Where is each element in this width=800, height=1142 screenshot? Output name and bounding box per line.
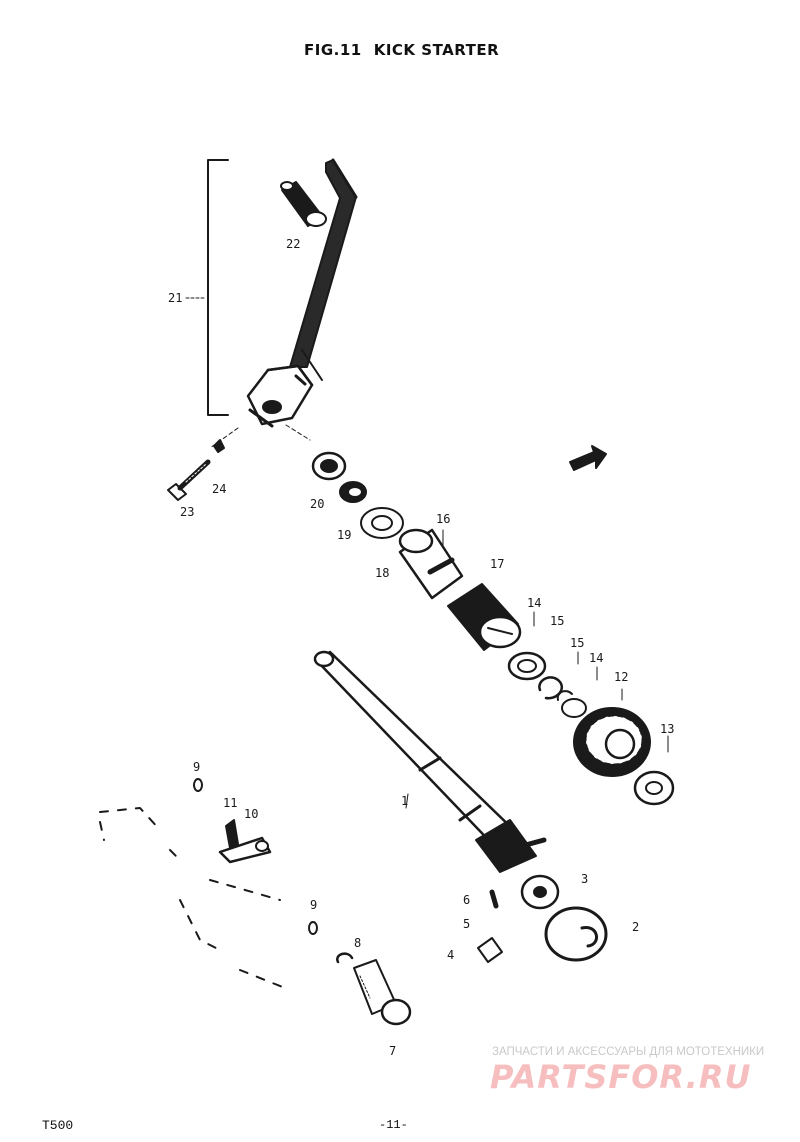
case-outline xyxy=(99,807,291,991)
callout-22: 22 xyxy=(286,237,301,251)
kick-lever xyxy=(246,158,358,428)
callout-19: 19 xyxy=(337,528,352,542)
figure-name: KICK STARTER xyxy=(373,41,500,59)
figure-number: FIG.11 xyxy=(304,41,362,59)
callout-15-lower: 15 xyxy=(570,636,585,650)
assembly-bracket-21 xyxy=(185,159,229,416)
callout-1: 1 xyxy=(401,794,409,808)
return-spring-17 xyxy=(447,583,522,651)
bolt-23 xyxy=(167,459,211,501)
callout-15: 15 xyxy=(550,614,565,628)
ring-8 xyxy=(336,952,354,964)
washer-14 xyxy=(507,651,547,681)
kick-rubber-22 xyxy=(280,181,327,227)
callout-6: 6 xyxy=(463,893,471,907)
callout-leaders xyxy=(405,529,669,809)
callout-7: 7 xyxy=(389,1044,397,1058)
collar-19 xyxy=(339,481,367,503)
model-code: T500 xyxy=(42,1118,74,1133)
o-ring-9 xyxy=(193,778,203,792)
center-line xyxy=(285,424,311,441)
bearing-20 xyxy=(311,451,347,481)
page-number: -11- xyxy=(379,1118,408,1132)
kick-gear-12 xyxy=(573,707,651,777)
callout-23: 23 xyxy=(180,505,195,519)
bolt-7 xyxy=(353,959,412,1026)
kick-pawl-10 xyxy=(218,819,272,864)
callout-3: 3 xyxy=(581,872,589,886)
callout-10: 10 xyxy=(244,807,259,821)
callout-18: 18 xyxy=(375,566,390,580)
watermark-caption: ЗАПЧАСТИ И АКСЕССУАРЫ ДЛЯ МОТОТЕХНИКИ xyxy=(492,1046,765,1058)
callout-13: 13 xyxy=(660,722,675,736)
callout-2: 2 xyxy=(632,920,640,934)
callout-11: 11 xyxy=(223,796,238,810)
front-arrow-icon xyxy=(569,445,607,471)
callout-24: 24 xyxy=(212,482,227,496)
washer-3 xyxy=(520,874,560,910)
washer-14 xyxy=(561,698,587,718)
washer-24 xyxy=(213,439,225,453)
circlip-15 xyxy=(538,676,563,700)
figure-title: FIG.11 KICK STARTER xyxy=(304,41,511,59)
spring-2 xyxy=(544,906,608,962)
callout-9-lower: 9 xyxy=(310,898,318,912)
kick-shaft-1 xyxy=(313,650,547,873)
callout-20: 20 xyxy=(310,497,325,511)
callout-16: 16 xyxy=(436,512,451,526)
stopper-4 xyxy=(477,937,503,963)
callout-14-lower: 14 xyxy=(589,651,604,665)
callout-14: 14 xyxy=(527,596,542,610)
callout-4: 4 xyxy=(447,948,455,962)
washer-13 xyxy=(633,770,675,806)
washer-18 xyxy=(360,507,404,539)
spring-guide-16 xyxy=(398,528,464,600)
callout-21: 21 xyxy=(168,291,183,305)
pin-6 xyxy=(489,889,499,909)
callout-5: 5 xyxy=(463,917,471,931)
o-ring-9 xyxy=(308,921,318,935)
callout-12: 12 xyxy=(614,670,629,684)
watermark-logo: PARTSFOR.RU xyxy=(490,1058,752,1096)
circlip-15 xyxy=(556,690,573,701)
callout-9: 9 xyxy=(193,760,201,774)
callout-17: 17 xyxy=(490,557,505,571)
callout-8: 8 xyxy=(354,936,362,950)
